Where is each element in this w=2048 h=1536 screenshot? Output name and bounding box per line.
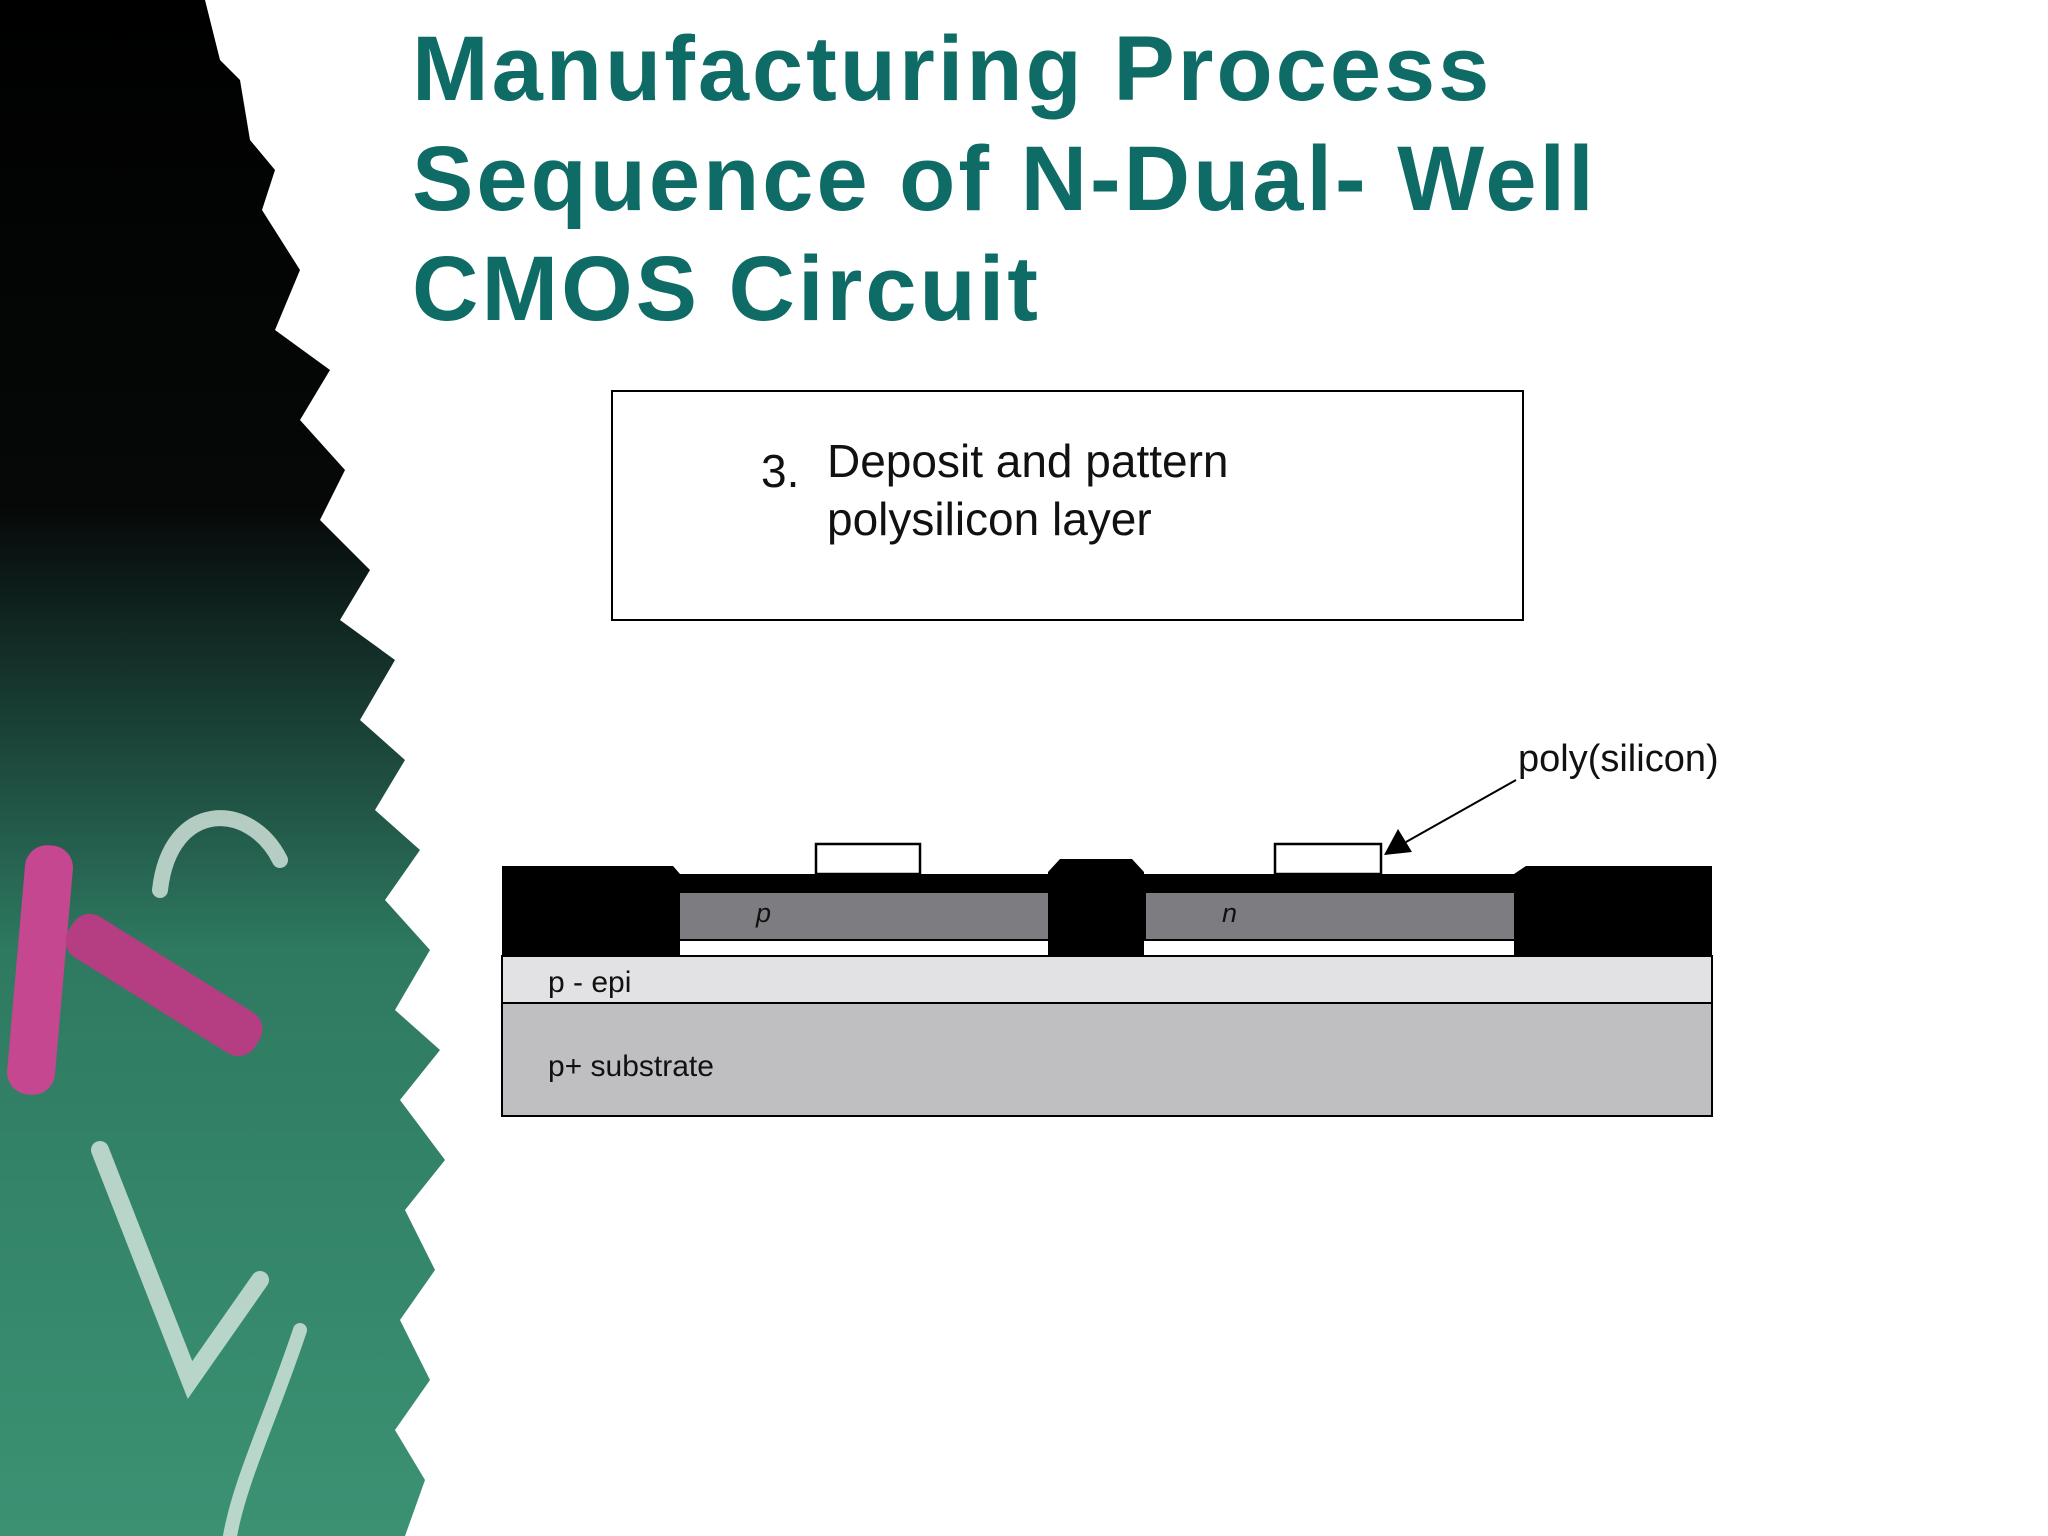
step-description: Deposit and pattern polysilicon layer [827, 432, 1477, 548]
poly-gate-left [814, 842, 922, 876]
poly-gate-right [1273, 842, 1383, 876]
chalkboard-edge [0, 0, 445, 1536]
poly-callout-arrow-line [1405, 779, 1517, 843]
title-line-1: Manufacturing Process [412, 18, 1493, 120]
chalkboard-decoration [0, 0, 445, 1536]
gate-oxide-right [1140, 874, 1520, 892]
epi-layer [501, 955, 1713, 1004]
field-oxide-right [1514, 866, 1712, 956]
epi-label: p - epi [548, 966, 631, 999]
p-well-label: p [755, 898, 771, 928]
p-well [677, 891, 1053, 941]
chalk-scribbles [91, 810, 307, 1536]
poly-callout-arrowhead [1384, 829, 1412, 855]
title-line-2: Sequence of N-Dual- Well [412, 128, 1597, 230]
n-well [1144, 891, 1518, 941]
field-oxide-center [1048, 859, 1144, 956]
field-oxide-left [502, 866, 680, 956]
title-line-3: CMOS Circuit [412, 238, 1041, 340]
step-text-line-1: Deposit and pattern [827, 435, 1229, 487]
cmos-cross-section: p n p - epi p+ substrate [501, 779, 1713, 1117]
gate-oxide-left [676, 874, 1056, 892]
step-number: 3. [761, 445, 800, 497]
substrate-layer [501, 1002, 1713, 1117]
n-well-label: n [1222, 898, 1237, 928]
step-description-box: 3. Deposit and pattern polysilicon layer [611, 390, 1524, 621]
substrate-label: p+ substrate [548, 1050, 714, 1083]
poly-callout-label: poly(silicon) [1518, 738, 1719, 780]
chalk-sticks [7, 845, 263, 1095]
slide-title: Manufacturing Process Sequence of N-Dual… [412, 14, 1972, 344]
step-text-line-2: polysilicon layer [827, 493, 1152, 545]
